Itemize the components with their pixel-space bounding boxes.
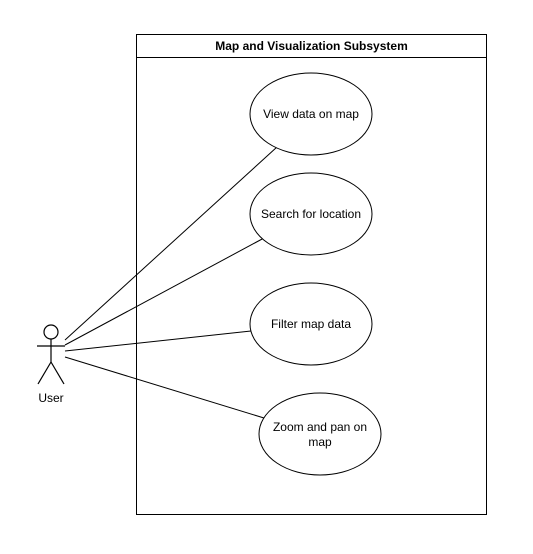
use-case-search-for-location: Search for location [249, 172, 373, 256]
association-line-filter-data [64, 330, 252, 352]
associations [64, 146, 278, 419]
use-case-label: View data on map [263, 107, 359, 121]
use-case-label-line-2: map [308, 435, 332, 449]
use-case-label: Search for location [261, 207, 361, 221]
actor-right-leg [50, 361, 65, 385]
use-case-label: Filter map data [271, 317, 351, 331]
actor-label: User [38, 391, 63, 405]
actor-left-leg [37, 361, 52, 385]
use-case-ellipse [249, 72, 373, 156]
association-line-search-location [64, 237, 265, 346]
actor-user [37, 324, 65, 385]
actor-head [43, 324, 59, 340]
use-case-view-data-on-map: View data on map [249, 72, 373, 156]
association-line-view-data [64, 146, 278, 341]
use-case-ellipse [249, 172, 373, 256]
use-case-ellipse [249, 282, 373, 366]
system-title: Map and Visualization Subsystem [215, 39, 408, 53]
association-line-zoom-pan [64, 356, 265, 419]
use-case-label-line-1: Zoom and pan on [273, 420, 367, 434]
use-case-filter-map-data: Filter map data [249, 282, 373, 366]
use-case-ellipse [258, 392, 382, 476]
use-case-zoom-and-pan-on-map: Zoom and pan on map [258, 392, 382, 476]
